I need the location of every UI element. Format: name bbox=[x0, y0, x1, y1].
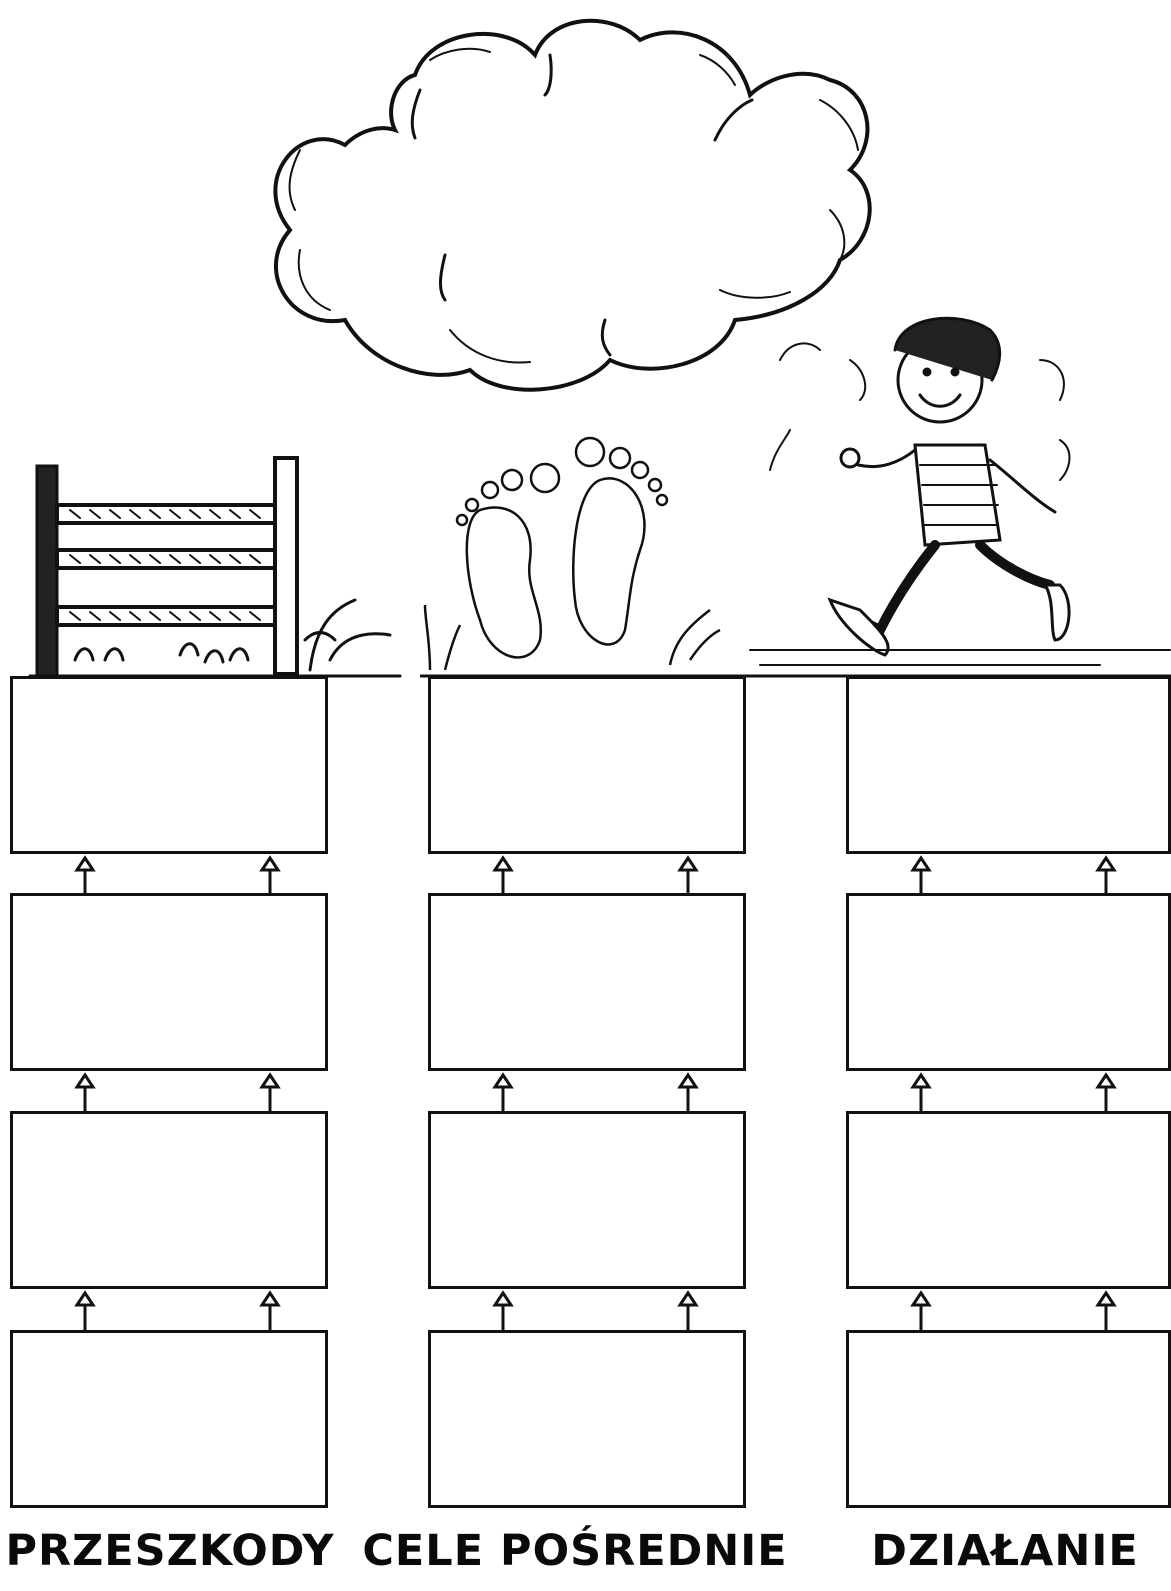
arrow-up-icon bbox=[680, 1293, 696, 1330]
arrow-up-icon bbox=[77, 1075, 93, 1111]
arrow-up-icon bbox=[913, 1075, 929, 1111]
arrow-up-icon bbox=[1098, 858, 1114, 893]
arrow-up-icon bbox=[262, 1075, 278, 1111]
answer-box[interactable] bbox=[428, 1111, 746, 1289]
thought-cloud-illustration bbox=[275, 21, 869, 390]
heading-dzialanie: DZIAŁANIE bbox=[860, 1516, 1150, 1586]
heading-cele-posrednie: CELE POŚREDNIE bbox=[370, 1516, 780, 1586]
answer-box[interactable] bbox=[428, 893, 746, 1071]
arrow-up-icon bbox=[1098, 1293, 1114, 1330]
arrow-up-icon bbox=[680, 858, 696, 893]
arrow-up-icon bbox=[262, 858, 278, 893]
arrow-up-icon bbox=[77, 858, 93, 893]
answer-box[interactable] bbox=[10, 1111, 328, 1289]
answer-box[interactable] bbox=[428, 1330, 746, 1508]
answer-box[interactable] bbox=[846, 1330, 1171, 1508]
answer-box[interactable] bbox=[846, 1111, 1171, 1289]
arrow-up-icon bbox=[680, 1075, 696, 1111]
arrow-up-icon bbox=[913, 858, 929, 893]
arrow-up-icon bbox=[1098, 1075, 1114, 1111]
answer-box[interactable] bbox=[846, 893, 1171, 1071]
answer-box[interactable] bbox=[846, 676, 1171, 854]
answer-box[interactable] bbox=[10, 676, 328, 854]
arrow-up-icon bbox=[262, 1293, 278, 1330]
arrow-up-icon bbox=[495, 858, 511, 893]
heading-przeszkody: PRZESZKODY bbox=[0, 1516, 340, 1586]
arrow-up-icon bbox=[495, 1293, 511, 1330]
arrow-up-icon bbox=[495, 1075, 511, 1111]
answer-box[interactable] bbox=[428, 676, 746, 854]
fence-illustration bbox=[30, 458, 400, 676]
arrow-up-icon bbox=[913, 1293, 929, 1330]
answer-box[interactable] bbox=[10, 893, 328, 1071]
arrow-up-icon bbox=[77, 1293, 93, 1330]
walking-boy-illustration bbox=[750, 318, 1171, 676]
footprints-illustration bbox=[420, 438, 760, 676]
answer-box[interactable] bbox=[10, 1330, 328, 1508]
